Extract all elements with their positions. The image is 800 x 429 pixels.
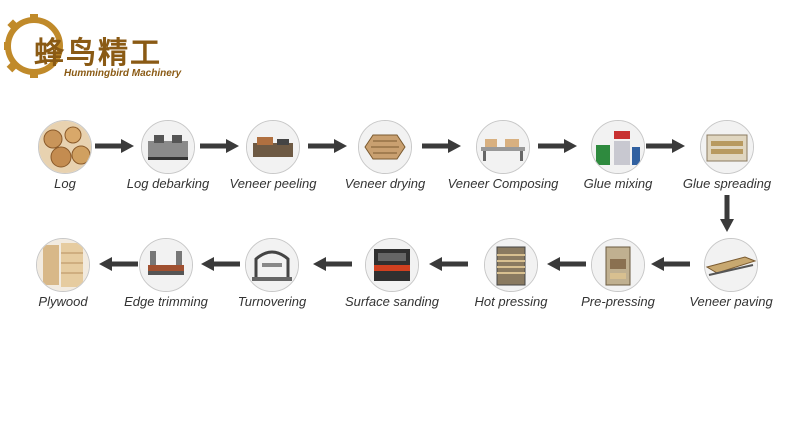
- edge-trimmer-icon: [139, 238, 193, 292]
- gear-logo-icon: [4, 14, 63, 78]
- step-label: Veneer peeling: [229, 176, 317, 191]
- step-label: Log: [54, 176, 76, 191]
- paving-line-icon: [704, 238, 758, 292]
- plywood-stack-icon: [36, 238, 90, 292]
- arrow-right-icon: [200, 139, 239, 153]
- arrow-left-icon: [201, 257, 240, 271]
- step-veneer-peeling: Veneer peeling: [213, 120, 333, 191]
- step-label: Log debarking: [126, 176, 210, 191]
- step-glue-mixing: Glue mixing: [558, 120, 678, 191]
- arrow-right-icon: [646, 139, 685, 153]
- glue-spreader-icon: [700, 120, 754, 174]
- step-glue-spreading: Glue spreading: [667, 120, 787, 191]
- step-veneer-drying: Veneer drying: [325, 120, 445, 191]
- arrow-left-icon: [547, 257, 586, 271]
- logo-english-text: Hummingbird Machinery: [64, 68, 182, 79]
- step-label: Surface sanding: [345, 294, 439, 309]
- arrow-down-icon: [720, 195, 734, 232]
- step-veneer-paving: Veneer paving: [671, 238, 791, 309]
- step-label: Hot pressing: [474, 294, 548, 309]
- step-plywood: Plywood: [3, 238, 123, 309]
- arrow-right-icon: [422, 139, 461, 153]
- step-veneer-composing: Veneer Composing: [443, 120, 563, 191]
- dryer-icon: [358, 120, 412, 174]
- step-label: Plywood: [38, 294, 88, 309]
- arrow-right-icon: [308, 139, 347, 153]
- log-pile-icon: [38, 120, 92, 174]
- step-label: Veneer drying: [344, 176, 426, 191]
- arrow-right-icon: [538, 139, 577, 153]
- company-logo: 蜂鸟精工 Hummingbird Machinery: [4, 6, 181, 86]
- arrow-left-icon: [651, 257, 690, 271]
- pre-press-icon: [591, 238, 645, 292]
- step-surface-sanding: Surface sanding: [332, 238, 452, 309]
- peeling-machine-icon: [246, 120, 300, 174]
- logo-chinese-text: 蜂鸟精工: [34, 36, 162, 71]
- step-log: Log: [5, 120, 125, 191]
- step-edge-trimming: Edge trimming: [106, 238, 226, 309]
- debarking-machine-icon: [141, 120, 195, 174]
- step-label: Glue mixing: [583, 176, 653, 191]
- step-log-debarking: Log debarking: [108, 120, 228, 191]
- arrow-left-icon: [99, 257, 138, 271]
- composing-line-icon: [476, 120, 530, 174]
- glue-mixer-icon: [591, 120, 645, 174]
- step-turnovering: Turnovering: [212, 238, 332, 309]
- step-hot-pressing: Hot pressing: [451, 238, 571, 309]
- sander-icon: [365, 238, 419, 292]
- step-pre-pressing: Pre-pressing: [558, 238, 678, 309]
- step-label: Glue spreading: [682, 176, 772, 191]
- arrow-left-icon: [429, 257, 468, 271]
- step-label: Turnovering: [237, 294, 307, 309]
- arrow-left-icon: [313, 257, 352, 271]
- step-label: Pre-pressing: [581, 294, 655, 309]
- hot-press-icon: [484, 238, 538, 292]
- step-label: Veneer Composing: [447, 176, 559, 191]
- turnover-machine-icon: [245, 238, 299, 292]
- step-label: Edge trimming: [124, 294, 208, 309]
- arrow-right-icon: [95, 139, 134, 153]
- step-label: Veneer paving: [689, 294, 773, 309]
